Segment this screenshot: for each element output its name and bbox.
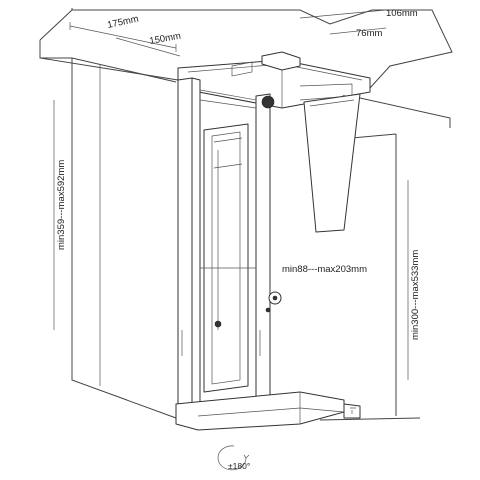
label-height-range: min359---max592mm — [56, 160, 67, 250]
label-width-clamp: 76mm — [356, 28, 382, 39]
label-depth-range: min300---max533mm — [410, 250, 421, 340]
label-depth-clamp: 150mm — [149, 31, 182, 47]
label-rotation: ±180° — [228, 461, 250, 471]
left-cabinet-wall — [71, 57, 177, 419]
desk — [39, 8, 453, 128]
vertical-frame — [177, 77, 282, 419]
top-clamp-rail — [177, 51, 371, 109]
rotation-indicator: ±180° — [217, 445, 250, 471]
rear-plate — [303, 93, 361, 233]
dimension-labels: 175mm 150mm 106mm 76mm min359---max592mm… — [56, 8, 421, 340]
bottom-foot — [175, 391, 361, 431]
label-width-range: min88---max203mm — [282, 264, 367, 275]
label-depth-total: 175mm — [106, 14, 139, 31]
dimension-lines — [53, 9, 409, 380]
label-width-top: 106mm — [386, 8, 418, 19]
